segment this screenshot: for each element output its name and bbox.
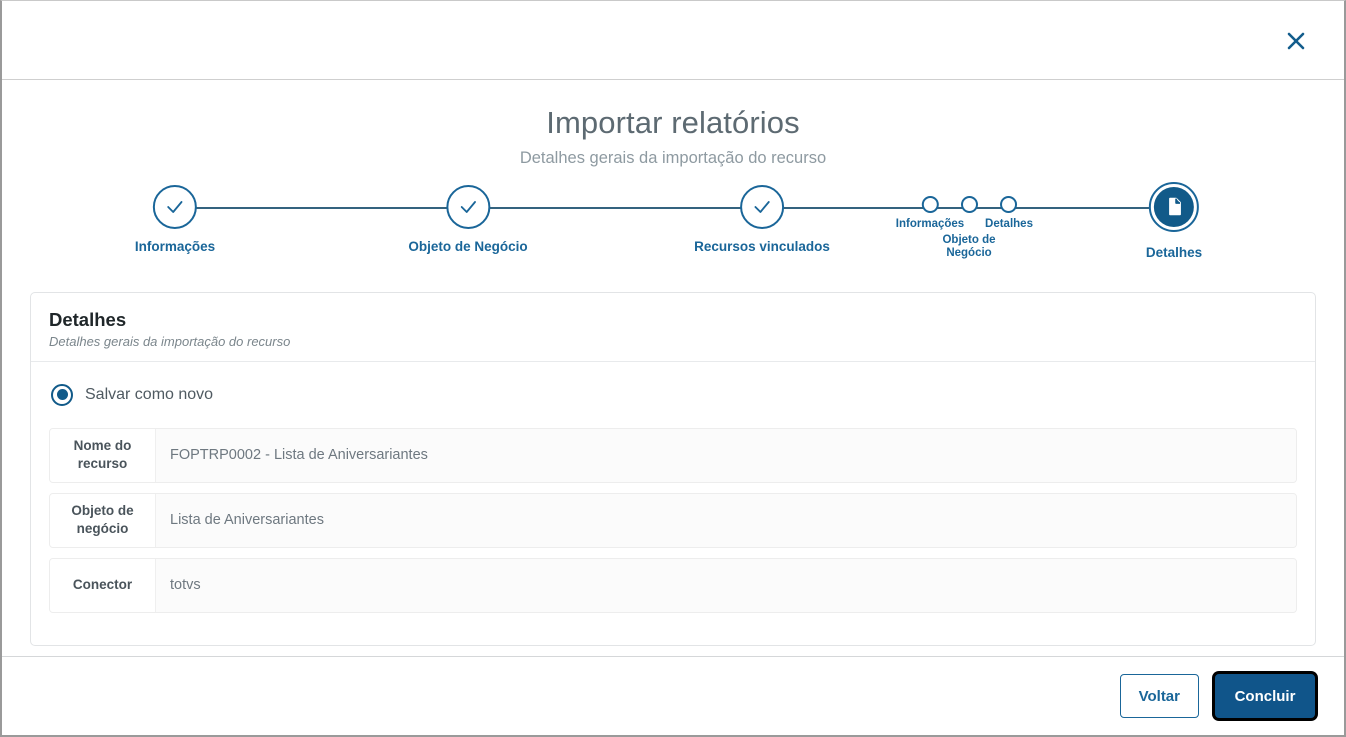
field-value-connector[interactable]: totvs [156, 558, 1296, 612]
check-icon [740, 184, 784, 229]
ministep-detalhes[interactable]: Detalhes [985, 195, 1033, 231]
check-icon [445, 184, 490, 229]
active-step-ring [1149, 181, 1199, 232]
modal-header: Importar relatórios Detalhes gerais da i… [2, 80, 1344, 168]
stepper-track [175, 206, 1171, 209]
ministep-informacoes[interactable]: Informações [895, 195, 965, 231]
wizard-stepper: Informações Objeto de Negócio Recursos v… [2, 181, 1344, 278]
details-panel-header: Detalhes Detalhes gerais da importação d… [31, 293, 1315, 362]
back-button[interactable]: Voltar [1119, 674, 1199, 718]
ministep-label: Objeto de Negócio [942, 233, 996, 259]
details-panel-title: Detalhes [49, 308, 127, 330]
field-label: Nome do recurso [50, 428, 156, 482]
ministep-label: Detalhes [985, 217, 1033, 230]
field-label: Conector [50, 558, 156, 612]
step-objeto-de-negocio[interactable]: Objeto de Negócio [408, 182, 528, 254]
details-panel-body: Salvar como novo Nome do recurso FOPTRP0… [31, 362, 1315, 645]
ministep-node-icon [960, 195, 978, 213]
field-value-business-object[interactable]: Lista de Aniversariantes [156, 493, 1296, 547]
step-label: Recursos vinculados [694, 238, 830, 254]
radio-dot [56, 389, 68, 401]
check-icon [153, 184, 197, 229]
field-value-resource-name[interactable]: FOPTRP0002 - Lista de Aniversariantes [156, 428, 1296, 482]
details-panel: Detalhes Detalhes gerais da importação d… [30, 291, 1316, 646]
ministep-node-icon [921, 195, 939, 213]
field-row-resource-name: Nome do recurso FOPTRP0002 - Lista de An… [49, 427, 1297, 483]
page-subtitle: Detalhes gerais da importação do recurso [519, 148, 827, 167]
save-as-new-radio-row[interactable]: Salvar como novo [51, 383, 1297, 406]
modal-footer: Voltar Concluir [2, 656, 1344, 735]
step-label: Informações [134, 238, 216, 254]
ministep-label: Informações [895, 217, 965, 230]
finish-button[interactable]: Concluir [1215, 674, 1315, 718]
save-as-new-label: Salvar como novo [85, 385, 214, 403]
step-detalhes-active[interactable]: Detalhes [1145, 181, 1203, 260]
step-label: Objeto de Negócio [408, 238, 528, 254]
page-title: Importar relatórios [546, 105, 800, 140]
ministep-node-icon [1000, 195, 1018, 213]
field-row-business-object: Objeto de negócio Lista de Aniversariant… [49, 492, 1297, 548]
details-panel-subtitle: Detalhes gerais da importação do recurso [49, 333, 291, 349]
modal-titlebar [2, 1, 1344, 80]
field-label: Objeto de negócio [50, 493, 156, 547]
document-icon [1154, 186, 1194, 227]
step-recursos-vinculados[interactable]: Recursos vinculados [694, 182, 830, 254]
step-label: Detalhes [1145, 244, 1203, 260]
radio-selected-icon[interactable] [51, 383, 73, 406]
ministep-objeto-de-negocio[interactable]: Objeto de Negócio [937, 195, 1001, 260]
field-row-connector: Conector totvs [49, 557, 1297, 613]
step-informacoes[interactable]: Informações [135, 182, 215, 254]
close-icon[interactable] [1276, 21, 1316, 61]
